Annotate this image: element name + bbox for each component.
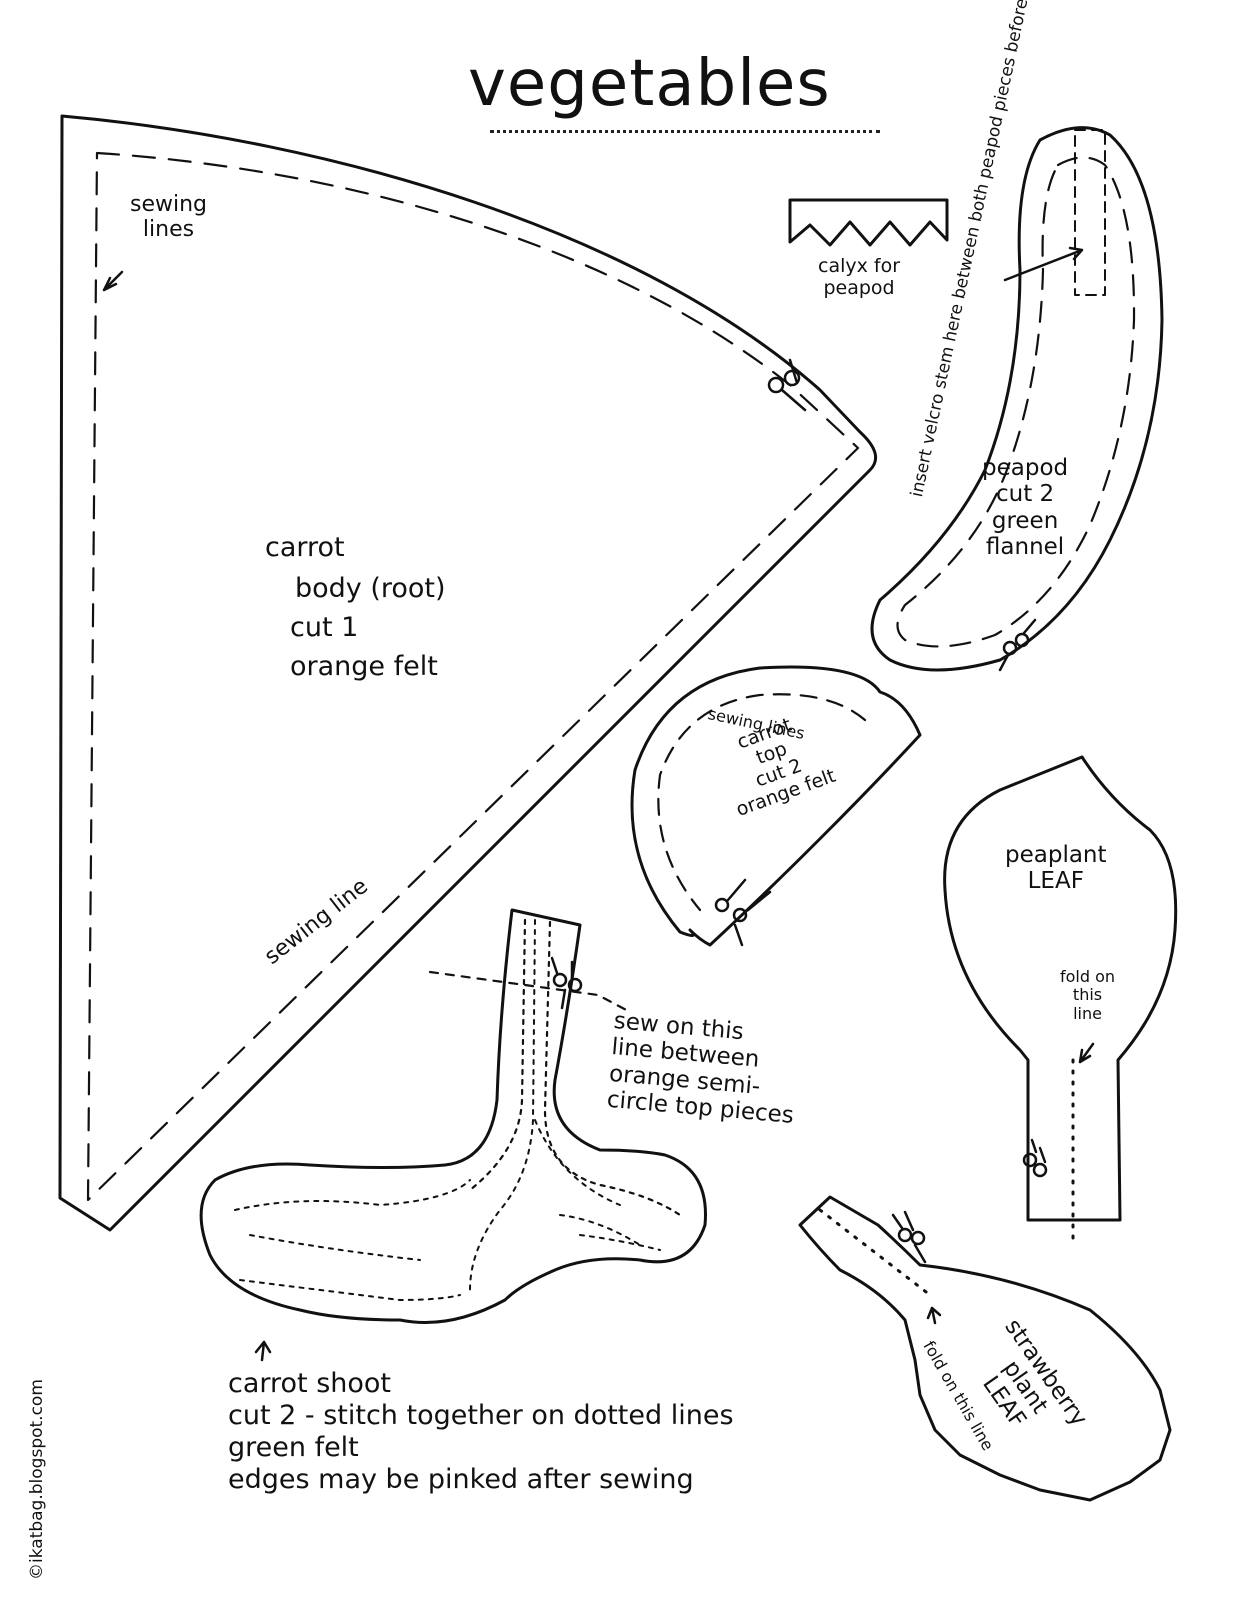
carrot-shoot-label: carrot shoot cut 2 - stitch together on … [228,1368,734,1495]
sewing-lines-label: sewing lines [130,192,207,243]
fold-peaplant-line1: fold on [1060,967,1116,986]
peapod-piece [870,126,1164,672]
scissors-icon [767,358,807,412]
peapod-label-line4: flannel [985,534,1065,561]
calyx-label-line1: calyx for [818,255,901,277]
carrot-body-label: carrot body (root) cut 1 orange felt [265,532,446,682]
page-title: vegetables [468,47,831,121]
sewing-lines-label-line2: lines [142,217,195,243]
carrot-shoot-line3: green felt [228,1431,359,1463]
scissors-icon [998,618,1037,672]
carrot-body-line2: body (root) [295,573,446,605]
scissors-icon [550,956,583,1010]
carrot-shoot-line2: cut 2 - stitch together on dotted lines [228,1399,734,1431]
carrot-body-piece [58,114,878,1232]
carrot-shoot-line1: carrot shoot [228,1368,392,1399]
scissors-icon [714,878,772,947]
sewing-lines-label-line1: sewing [130,192,208,217]
peaplant-leaf-piece [943,755,1178,1242]
carrot-top-piece [630,665,922,947]
fold-peaplant-label: fold on this line [1060,967,1116,1023]
title-underline [490,130,880,133]
fold-peaplant-line2: this [1072,985,1103,1005]
strawberry-leaf-piece [798,1195,1172,1502]
peapod-label-line3: green [991,507,1059,534]
scissors-icon [891,1210,927,1264]
scissors-icon [1022,1138,1048,1178]
sew-note: sew on this line between orange semi- ci… [606,1008,802,1130]
carrot-body-line4: orange felt [290,651,438,683]
carrot-shoot-piece [199,908,707,1362]
calyx-label: calyx for peapod [818,255,901,300]
peapod-label-line2: cut 2 [995,481,1055,508]
peapod-label-line1: peapod [982,455,1069,481]
carrot-body-line1: carrot [265,532,345,563]
peaplant-leaf-label: peaplant LEAF [1005,842,1107,895]
peaplant-leaf-line2: LEAF [1027,868,1084,895]
watermark: ©ikatbag.blogspot.com [27,1379,47,1580]
peaplant-leaf-line1: peaplant [1005,842,1107,868]
calyx-label-line2: peapod [823,276,895,299]
peapod-label: peapod cut 2 green flannel [982,455,1068,561]
carrot-shoot-line4: edges may be pinked after sewing [228,1463,694,1495]
carrot-body-line3: cut 1 [290,612,359,644]
fold-peaplant-line3: line [1073,1003,1102,1023]
calyx-piece [788,198,949,247]
